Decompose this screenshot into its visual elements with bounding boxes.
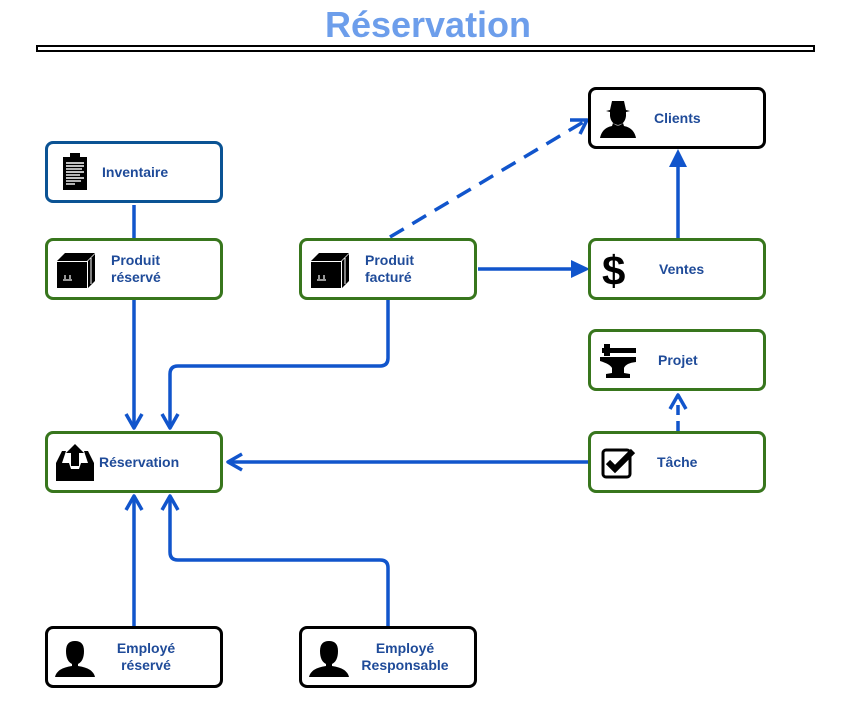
- arrowhead-open: [668, 393, 688, 410]
- node-produit-reserve[interactable]: Produit réservé: [45, 238, 223, 300]
- arrowhead-filled: [669, 149, 687, 167]
- arrowhead-open: [124, 413, 144, 430]
- label-line: Employé: [116, 640, 176, 656]
- edge-produit-facture-reservation: [168, 299, 390, 428]
- checkbox-icon: [601, 448, 636, 479]
- arrowhead-open: [124, 494, 144, 511]
- label-line: Produit: [365, 252, 414, 268]
- node-produit-facture[interactable]: Produit facturé: [299, 238, 477, 300]
- spy-person-icon: [600, 101, 636, 138]
- node-label: Produit réservé: [111, 252, 161, 286]
- arrowhead-open: [570, 118, 589, 135]
- label-line: facturé: [365, 269, 412, 285]
- node-ventes[interactable]: $ Ventes: [588, 238, 766, 300]
- node-label: Ventes: [659, 260, 705, 277]
- node-label: Clients: [654, 109, 701, 126]
- node-label: Tâche: [657, 453, 698, 470]
- node-employe-responsable[interactable]: Employé Responsable: [299, 626, 477, 688]
- node-inventaire[interactable]: Inventaire: [45, 141, 223, 203]
- label-line: Produit: [111, 252, 160, 268]
- box-icon: [57, 253, 95, 288]
- arrowhead-open: [160, 494, 180, 511]
- edge-employe-responsable-reservation: [168, 496, 390, 626]
- anvil-icon: [600, 344, 636, 378]
- arrowhead-filled: [571, 260, 590, 278]
- label-line: réservé: [121, 657, 171, 673]
- label-line: Employé: [375, 640, 435, 656]
- node-reservation[interactable]: Réservation: [45, 431, 223, 493]
- node-label: Projet: [658, 351, 698, 368]
- dollar-icon: $: [602, 249, 625, 289]
- arrowhead-open: [160, 413, 180, 430]
- node-label: Produit facturé: [365, 252, 414, 286]
- node-tache[interactable]: Tâche: [588, 431, 766, 493]
- edge-produit-facture-clients: [389, 119, 586, 239]
- node-clients[interactable]: Clients: [588, 87, 766, 149]
- title-underline: [36, 45, 815, 52]
- inbox-upload-icon: [56, 444, 94, 481]
- person-icon: [309, 641, 349, 677]
- arrowhead-open: [226, 452, 243, 472]
- label-line: réservé: [111, 269, 161, 285]
- node-label: Employé réservé: [117, 640, 175, 674]
- diagram-title: Réservation: [324, 4, 532, 45]
- label-line: Responsable: [361, 657, 449, 673]
- node-label: Employé Responsable: [361, 640, 448, 674]
- node-projet[interactable]: Projet: [588, 329, 766, 391]
- clipboard-icon: [63, 153, 87, 190]
- person-icon: [55, 641, 95, 677]
- node-employe-reserve[interactable]: Employé réservé: [45, 626, 223, 688]
- node-label: Réservation: [99, 453, 180, 470]
- box-icon: [311, 253, 349, 288]
- node-label: Inventaire: [102, 163, 169, 180]
- svg-text:$: $: [602, 249, 625, 289]
